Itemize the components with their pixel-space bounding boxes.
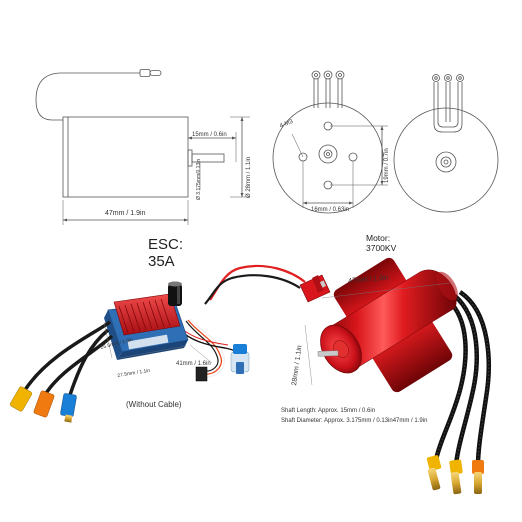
back-view-drawing (393, 74, 499, 213)
esc-width-label: 41mm / 1.6in (176, 361, 211, 367)
front-terminal-3 (335, 70, 345, 80)
back-terminal-1 (432, 74, 440, 82)
esc-body (104, 293, 189, 360)
esc-motor-connector-orange (33, 390, 55, 418)
front-shaft-boss (318, 144, 338, 164)
side-view-drawing (35, 69, 250, 225)
side-motor-shaft (191, 153, 225, 163)
side-diameter-label: Ø 28mm / 1.1in (246, 156, 252, 198)
motor-bullet-3 (474, 472, 482, 494)
motor-title-line2: 3700KV (366, 243, 397, 253)
motor-shaft-diameter: Shaft Diameter: Approx. 3.175mm / 0.13in… (281, 418, 428, 424)
esc-motor-connector-yellow (9, 386, 33, 412)
motor-bullet-1 (427, 467, 441, 491)
motor-lead-2 (453, 294, 479, 466)
esc-title-line1: ESC: (148, 236, 184, 253)
esc-switch (230, 344, 250, 374)
front-horizontal-label: 16mm / 0.63in (311, 207, 350, 213)
servo-plug (195, 366, 208, 382)
esc-note: (Without Cable) (126, 400, 182, 409)
esc-capacitor (168, 281, 182, 306)
motor-connector-orange (472, 460, 484, 474)
side-lead-bullet (139, 69, 151, 77)
motor-photo (304, 257, 491, 495)
side-lead-wire (35, 72, 140, 121)
back-bearing (435, 151, 457, 173)
back-terminal-2 (444, 74, 452, 82)
motor-shaft-length: Shaft Length: Approx. 15mm / 0.6in (281, 408, 376, 414)
back-terminal-3 (456, 74, 464, 82)
esc-assembly (9, 264, 331, 423)
motor-bullet-2 (450, 471, 462, 495)
front-terminal-2 (323, 70, 333, 80)
t-plug-connector (299, 274, 331, 303)
front-housing-circle (272, 102, 384, 214)
esc-black-power-wire (204, 274, 301, 305)
motor-connector-yellow (426, 455, 442, 471)
side-lead-bullet-tip (149, 70, 162, 76)
front-vertical-label: 19mm / 0.7in (384, 148, 390, 183)
side-shaft-diameter-label: Ø 3.175mm/0.13in (196, 158, 202, 200)
esc-motor-connector-blue (60, 393, 77, 423)
motor-title-line1: Motor: (366, 233, 391, 243)
side-width-label: 47mm / 1.9in (105, 210, 146, 217)
esc-title-line2: 35A (148, 253, 175, 270)
front-terminal-1 (311, 70, 321, 80)
motor-shaft (317, 350, 339, 357)
esc-title: ESC: 35A (148, 236, 183, 270)
side-motor-body (62, 116, 189, 198)
front-view-drawing (272, 70, 388, 214)
motor-title: Motor: 3700KV (366, 233, 396, 253)
side-shaft-length-label: 15mm / 0.6in (192, 132, 227, 138)
back-housing-circle (393, 107, 499, 213)
front-mount-hole-right (348, 152, 358, 162)
